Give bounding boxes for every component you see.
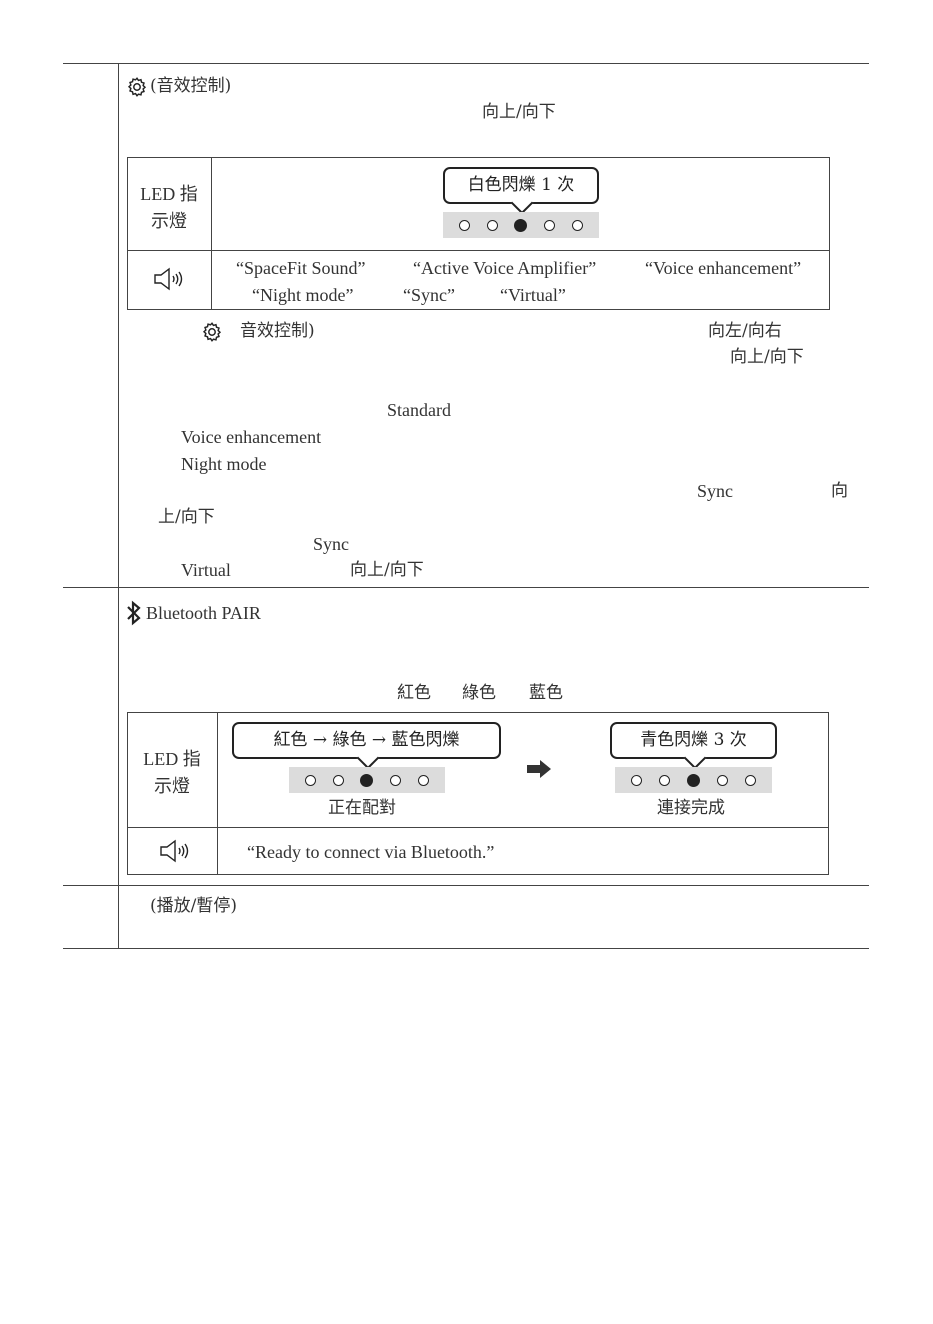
- color-blue: 藍色: [529, 683, 563, 703]
- voice-prompt: “Virtual”: [500, 285, 566, 305]
- led-dot: [390, 774, 402, 786]
- up-down-text: 向上/向下: [482, 102, 556, 122]
- led-dot: [332, 774, 344, 786]
- voice-prompt: “Voice enhancement”: [645, 258, 802, 278]
- led-dot: [571, 219, 583, 231]
- voice-prompt: “Night mode”: [252, 285, 354, 305]
- sound-control-heading: (音效控制): [150, 76, 232, 96]
- led-dot-lit: [514, 218, 528, 232]
- up-down-text: 向上/向下: [730, 347, 804, 367]
- led-dot: [544, 219, 556, 231]
- gear-icon: [201, 321, 223, 347]
- led-indicator-label: LED 指 示燈: [140, 184, 198, 231]
- up-down-text: 上/向下: [158, 507, 215, 527]
- sound-control-ref: 音效控制): [240, 321, 315, 341]
- row-divider-1: [63, 587, 869, 588]
- led-bubble-text: 紅色 → 綠色 → 藍色閃爍: [273, 730, 460, 750]
- led-dot: [305, 774, 317, 786]
- led-bubble-pairing: 紅色 → 綠色 → 藍色閃爍: [232, 722, 501, 770]
- led-dot-lit: [686, 773, 700, 787]
- led-bubble-connected: 青色閃爍 3 次: [610, 722, 777, 770]
- led-table-sound-col: [211, 157, 212, 310]
- voice-prompt: “Active Voice Amplifier”: [413, 258, 597, 278]
- color-green: 綠色: [462, 683, 496, 703]
- left-right-text: 向左/向右: [708, 321, 782, 341]
- mode-sync: Sync: [697, 481, 733, 501]
- direction-text: 向: [831, 481, 848, 501]
- led-indicator-label: LED 指 示燈: [143, 749, 201, 796]
- right-arrow-icon: [526, 759, 552, 783]
- led-bubble-white: 白色閃爍 1 次: [443, 167, 599, 215]
- led-dot: [716, 774, 728, 786]
- mode-standard: Standard: [387, 400, 451, 420]
- play-pause-heading: (播放/暫停): [150, 896, 237, 916]
- led-strip: [615, 767, 772, 793]
- pairing-caption: 正在配對: [328, 798, 396, 818]
- led-bubble-text: 青色閃爍 3 次: [640, 730, 747, 750]
- led-table-sound-row: [127, 250, 830, 251]
- bluetooth-pair-heading: Bluetooth PAIR: [146, 603, 261, 623]
- gear-icon: [126, 76, 148, 102]
- led-dot: [417, 774, 429, 786]
- led-strip: [443, 212, 599, 238]
- connected-caption: 連接完成: [657, 798, 725, 818]
- mode-virtual: Virtual: [181, 560, 231, 580]
- mode-voice-enhancement: Voice enhancement: [181, 427, 322, 447]
- color-red: 紅色: [397, 683, 431, 703]
- speaker-icon: [153, 267, 187, 295]
- led-dot: [486, 219, 498, 231]
- mode-night: Night mode: [181, 454, 267, 474]
- led-dot-lit: [360, 773, 374, 787]
- led-dot: [631, 774, 643, 786]
- mode-sync: Sync: [313, 534, 349, 554]
- voice-prompt: “Ready to connect via Bluetooth.”: [247, 842, 495, 862]
- led-dot: [744, 774, 756, 786]
- bluetooth-icon: [125, 600, 143, 630]
- voice-prompt: “SpaceFit Sound”: [236, 258, 366, 278]
- up-down-text: 向上/向下: [350, 560, 424, 580]
- led-bubble-text: 白色閃爍 1 次: [467, 175, 575, 195]
- led-dot: [459, 219, 471, 231]
- led-dot: [659, 774, 671, 786]
- column-divider: [118, 63, 119, 949]
- speaker-icon: [159, 839, 193, 867]
- led-table-bluetooth-row: [127, 827, 829, 828]
- table-top-rule: [63, 63, 869, 64]
- led-table-bluetooth-col: [217, 712, 218, 875]
- led-strip: [289, 767, 445, 793]
- row-divider-2: [63, 885, 869, 886]
- voice-prompt: “Sync”: [403, 285, 455, 305]
- table-bottom-rule: [63, 948, 869, 949]
